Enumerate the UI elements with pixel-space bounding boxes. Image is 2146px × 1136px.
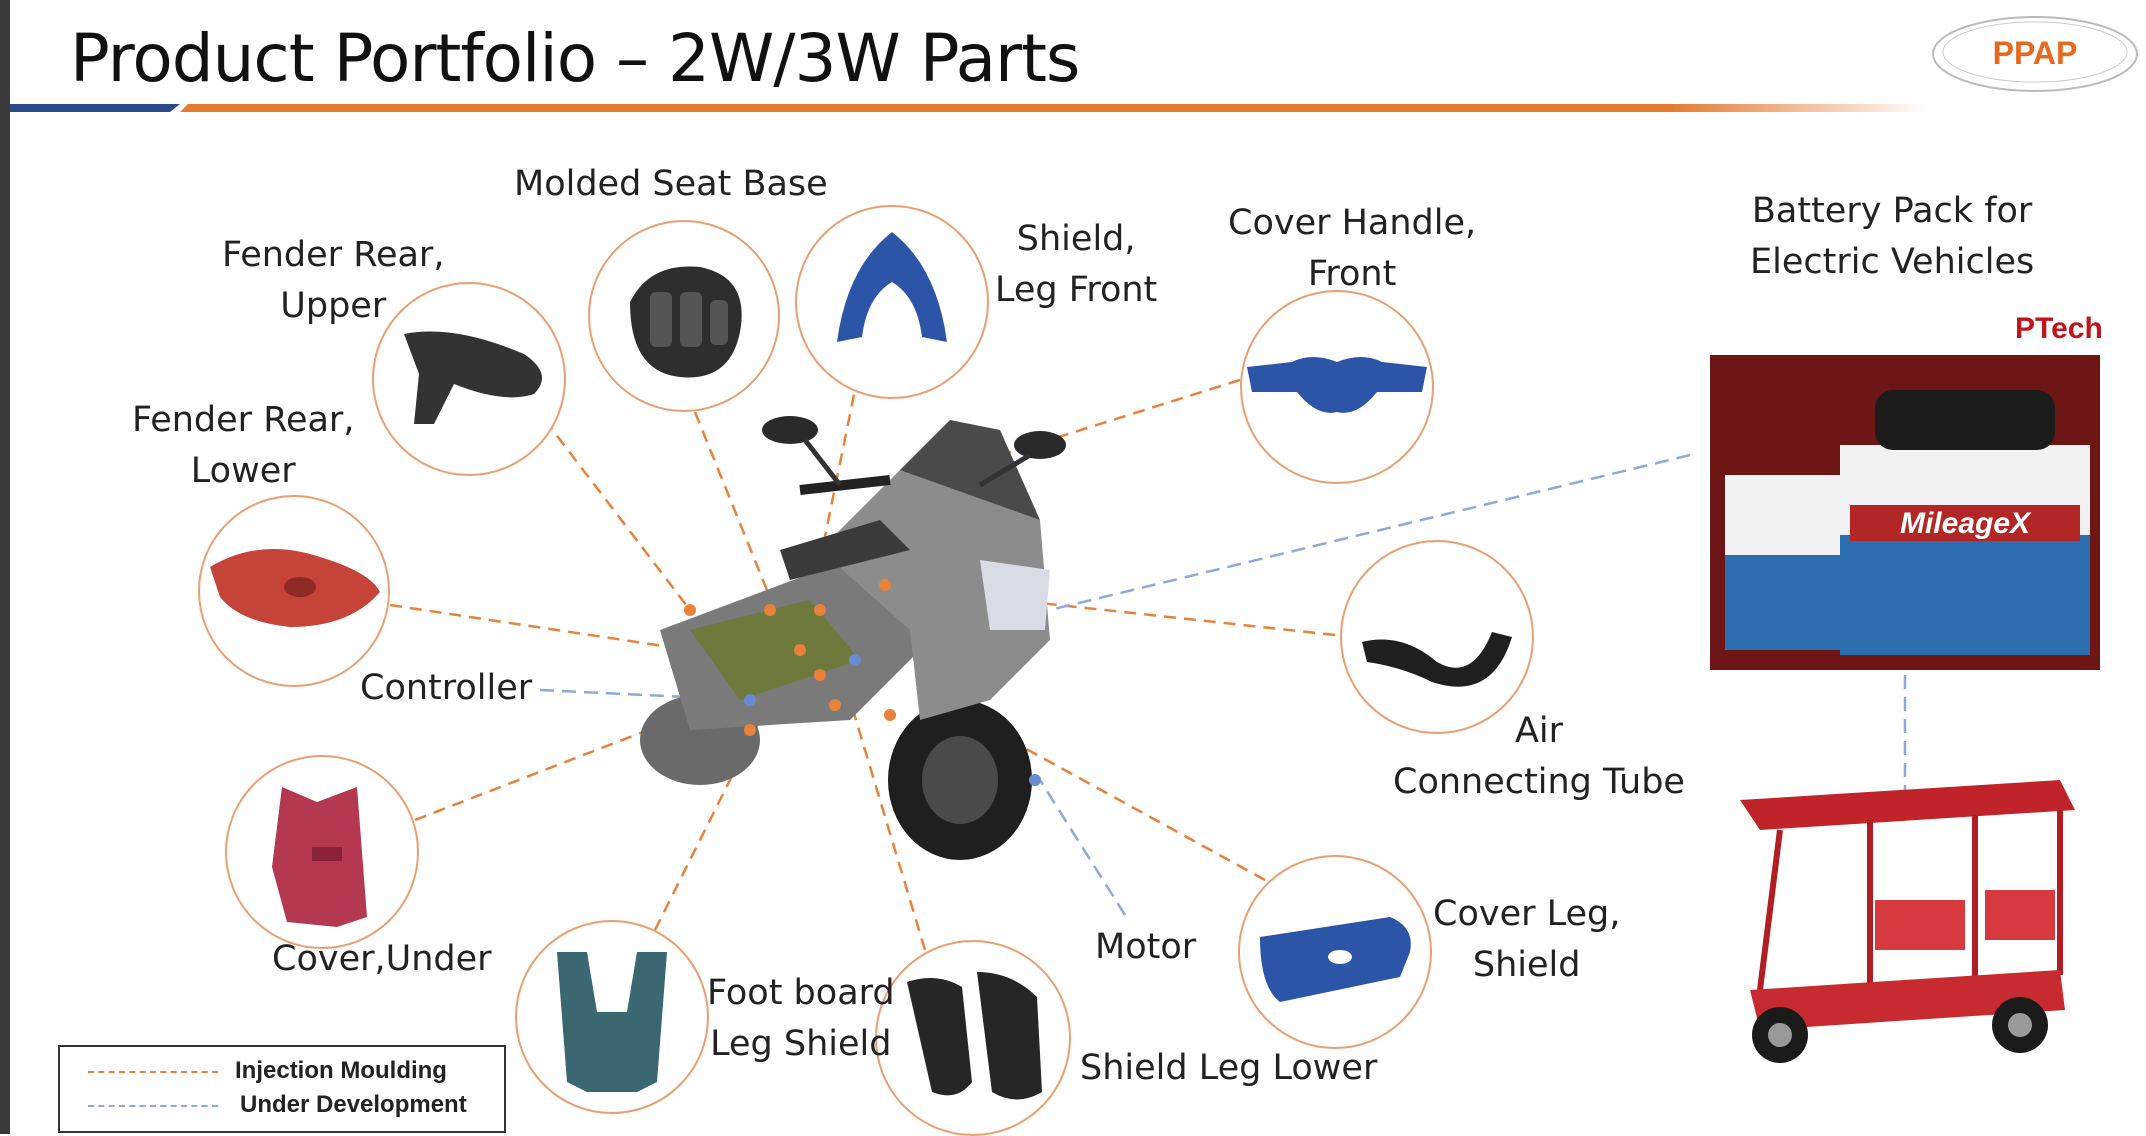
cover-leg-shield-image <box>1260 917 1411 1002</box>
legend-row-injection: Injection Moulding <box>60 1055 504 1087</box>
legend-line-development <box>88 1105 218 1107</box>
label-molded-seat-base: Molded Seat Base <box>514 164 828 204</box>
cover-handle-front-image <box>1247 357 1427 413</box>
ptech-logo: PTech <box>2015 312 2103 345</box>
title-underline <box>10 104 1930 112</box>
ppap-logo: PPAP <box>1932 16 2138 92</box>
legend-text-injection: Injection Moulding <box>235 1057 447 1084</box>
legend-text-development: Under Development <box>240 1091 467 1118</box>
label-battery-pack: Battery Pack for Electric Vehicles <box>1750 186 2034 288</box>
shield-leg-lower-image <box>907 972 1042 1100</box>
shield-leg-front-circle <box>795 205 989 399</box>
label-cover-handle-front-line-2: Front <box>1307 254 1397 294</box>
label-fender-rear-upper-line-2: Upper <box>280 286 387 326</box>
cover-under-circle <box>225 755 419 949</box>
logo-text: PPAP <box>1993 35 2078 71</box>
shield-leg-front-image <box>837 232 947 342</box>
shield-leg-lower-circle <box>875 940 1071 1136</box>
label-air-connecting-tube: Air Connecting Tube <box>1393 706 1685 808</box>
air-connecting-tube-image <box>1362 632 1512 687</box>
legend-line-injection <box>88 1071 218 1073</box>
seat-base-circle <box>588 220 780 412</box>
label-battery-pack-line-2: Electric Vehicles <box>1750 242 2035 282</box>
label-fender-rear-lower-line-1: Fender Rear, <box>132 400 355 440</box>
fender-rear-upper-image <box>404 331 542 424</box>
fender-rear-upper-circle <box>372 282 566 476</box>
mileage-brand-text: MileageX <box>1900 507 2032 540</box>
air-connecting-tube-circle <box>1340 540 1534 734</box>
label-fender-rear-upper-line-1: Fender Rear, <box>222 235 445 275</box>
label-controller: Controller <box>360 668 533 708</box>
label-foot-board-line-2: Leg Shield <box>710 1024 892 1064</box>
label-cover-under: Cover,Under <box>272 939 492 979</box>
label-foot-board-line-1: Foot board <box>707 973 895 1013</box>
label-shield-leg-lower: Shield Leg Lower <box>1080 1048 1378 1088</box>
label-cover-leg-shield-line-2: Shield <box>1472 945 1581 985</box>
label-foot-board-leg-shield: Foot board Leg Shield <box>707 968 895 1070</box>
left-edge-bar <box>0 0 10 1134</box>
label-cover-handle-front: Cover Handle, Front <box>1228 198 1476 300</box>
e-rickshaw-image <box>1720 760 2090 1070</box>
label-cover-handle-front-line-1: Cover Handle, <box>1228 203 1477 243</box>
label-battery-pack-line-1: Battery Pack for <box>1751 191 2033 231</box>
label-air-connecting-tube-line-1: Air <box>1514 711 1564 751</box>
fender-rear-lower-image <box>210 549 380 627</box>
label-fender-rear-lower-line-2: Lower <box>190 451 296 491</box>
page-title: Product Portfolio – 2W/3W Parts <box>70 20 1080 97</box>
cover-handle-front-circle <box>1240 290 1434 484</box>
label-fender-rear-upper: Fender Rear, Upper <box>222 230 444 332</box>
fender-rear-lower-circle <box>198 495 390 687</box>
label-fender-rear-lower: Fender Rear, Lower <box>132 395 354 497</box>
legend: Injection Moulding Under Development <box>58 1045 506 1133</box>
battery-pack-image: MileageX <box>1710 355 2100 670</box>
label-cover-leg-shield-line-1: Cover Leg, <box>1433 894 1621 934</box>
label-shield-leg-front-line-1: Shield, <box>1016 219 1136 259</box>
cover-under-image <box>272 787 367 927</box>
legend-row-development: Under Development <box>60 1089 504 1121</box>
label-shield-leg-front-line-2: Leg Front <box>995 270 1158 310</box>
foot-board-leg-shield-circle <box>515 920 709 1114</box>
scooter-image <box>640 416 1066 860</box>
label-shield-leg-front: Shield, Leg Front <box>995 214 1157 316</box>
label-motor: Motor <box>1095 927 1197 967</box>
seat-base-image <box>630 266 742 378</box>
label-air-connecting-tube-line-2: Connecting Tube <box>1393 762 1685 802</box>
cover-leg-shield-circle <box>1238 855 1432 1049</box>
label-cover-leg-shield: Cover Leg, Shield <box>1433 889 1620 991</box>
foot-board-leg-shield-image <box>557 952 667 1092</box>
